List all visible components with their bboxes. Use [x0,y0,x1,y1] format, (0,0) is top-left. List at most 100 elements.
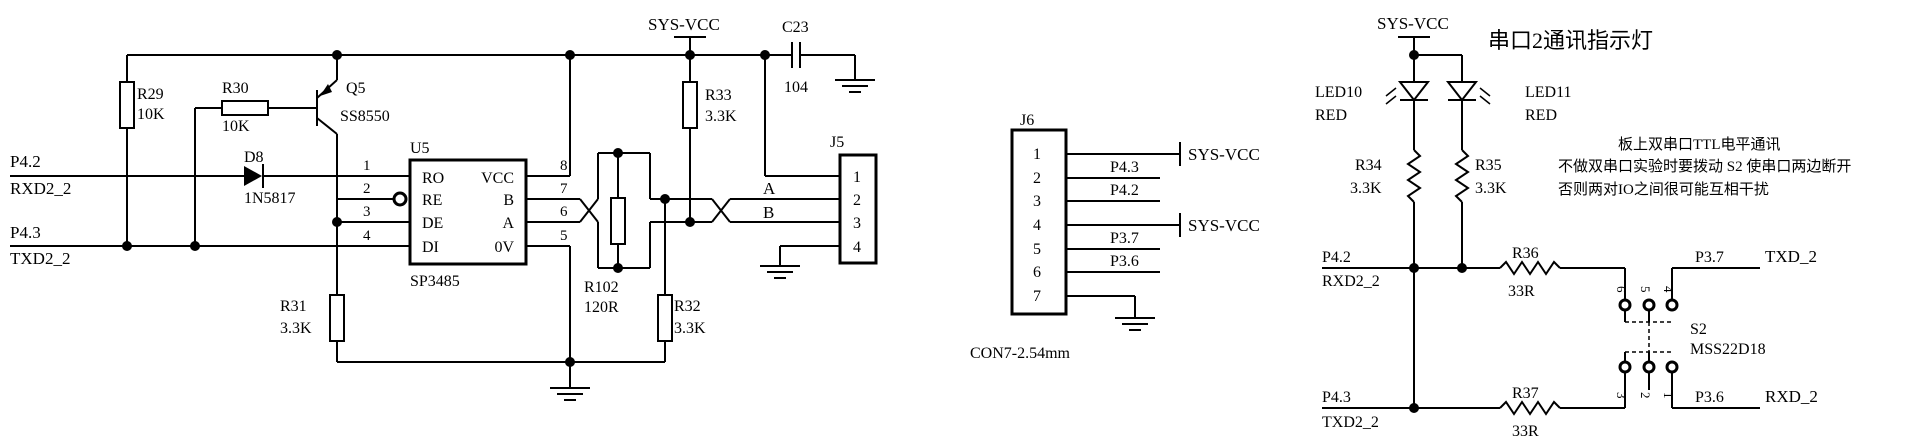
rs485-circuit: SYS-VCC C23 104 R29 10K R30 10K [10,15,878,401]
j5-ref: J5 [830,134,844,151]
u5-pin-num-5: 5 [560,228,568,244]
note-line-3: 否则两对IO之间很可能互相干扰 [1558,181,1769,198]
led-indicator-circuit: SYS-VCC 串口2通讯指示灯 LED10 RED LED11 RED R34 [1315,14,1851,440]
junction-dots [122,50,770,367]
r35-resistor [1454,149,1470,203]
r29-ref: R29 [137,86,164,103]
r33-value: 3.3K [705,108,737,125]
rxd-2-label: RXD_2 [1765,387,1818,406]
s2-ref: S2 [1690,321,1707,338]
j6-ref: J6 [1020,112,1034,129]
s2-switch [1618,268,1679,408]
r32-ref: R32 [674,298,701,315]
r33-ref: R33 [705,87,732,104]
q5-transistor [316,55,338,181]
ground-symbol [760,265,800,279]
note-line-1: 板上双串口TTL电平通讯 [1618,135,1781,153]
re-inversion-bubble [392,191,408,207]
led10-diode [1385,81,1431,105]
r34-resistor [1406,149,1422,203]
r31-resistor [329,294,345,342]
j5-pin-4: 4 [853,239,861,256]
j6-vcc-4-label: SYS-VCC [1188,216,1260,235]
j5-pin-3: 3 [853,215,861,232]
j6-pin-6: 6 [1033,264,1041,281]
r30-resistor [221,100,269,116]
right-p43-label: P4.3 [1322,389,1351,406]
u5-ref: U5 [410,140,430,157]
txd-2-label: TXD_2 [1765,247,1817,266]
j6-pin-4: 4 [1033,217,1041,234]
r32-value: 3.3K [674,320,706,337]
j6-net-p42: P4.2 [1110,182,1139,199]
u5-pin-num-7: 7 [560,181,568,197]
c23-value: 104 [784,79,808,96]
u5-pin-vcc: VCC [481,170,514,187]
s2-part: MSS22D18 [1690,341,1766,358]
r35-value: 3.3K [1475,180,1507,197]
r102-value: 120R [584,299,619,316]
j6-net-p43: P4.3 [1110,159,1139,176]
r102-ref: R102 [584,279,619,296]
j6-pin-2: 2 [1033,170,1041,187]
r36-ref: R36 [1512,245,1539,262]
s2-pin-2: 2 [1638,392,1653,399]
junction-dots [1409,50,1467,413]
r34-ref: R34 [1355,157,1382,174]
r102-resistor [610,197,626,245]
u5-chip [408,158,528,266]
u5-pin-b: B [503,192,514,209]
circuit-title: 串口2通讯指示灯 [1488,28,1653,53]
right-sys-vcc-label: SYS-VCC [1377,14,1449,33]
sys-vcc-label: SYS-VCC [648,15,720,34]
u5-pin-de: DE [422,215,443,232]
j6-pin-1: 1 [1033,146,1041,163]
u5-pin-num-3: 3 [363,204,371,220]
j6-pin-7: 7 [1033,288,1041,305]
r29-value: 10K [137,106,165,123]
j5-pin-2: 2 [853,192,861,209]
r31-value: 3.3K [280,320,312,337]
u5-pin-a: A [502,215,514,232]
j5-connector [838,153,878,265]
led11-ref: LED11 [1525,84,1572,101]
j6-connector-group: J6 1 2 3 4 5 6 7 SYS-VCC P4.3 P4.2 SYS-V… [970,112,1260,362]
s2-pin-4: 4 [1661,286,1676,293]
u5-part: SP3485 [410,273,460,290]
s2-pin-5: 5 [1638,286,1653,293]
s2-pin-1: 1 [1661,392,1676,399]
r30-ref: R30 [222,80,249,97]
u5-pin-0v: 0V [494,239,514,256]
led11-diode [1445,81,1491,105]
u5-pin-num-1: 1 [363,158,371,174]
led10-color: RED [1315,107,1347,124]
u5-pin-num-6: 6 [560,204,568,220]
j6-pin-3: 3 [1033,193,1041,210]
j6-pin-5: 5 [1033,241,1041,258]
u5-pin-re: RE [422,192,442,209]
note-line-2: 不做双串口实验时要拨动 S2 使串口两边断开 [1558,158,1851,175]
r36-value: 33R [1508,283,1535,300]
u5-pin-num-4: 4 [363,228,371,244]
j6-connector [1010,128,1068,316]
rxd2-2-label: RXD2_2 [10,179,71,198]
j6-net-p37: P3.7 [1110,230,1139,247]
r33-resistor [682,81,698,129]
d8-part: 1N5817 [244,190,296,207]
p37-label: P3.7 [1695,249,1724,266]
r37-value: 33R [1512,423,1539,440]
p42-label: P4.2 [10,152,41,171]
led10-ref: LED10 [1315,84,1362,101]
right-txd2-2-label: TXD2_2 [1322,414,1379,431]
r32-resistor [657,294,673,342]
u5-pin-di: DI [422,239,439,256]
j6-net-p36: P3.6 [1110,253,1139,270]
r31-ref: R31 [280,298,307,315]
right-rxd2-2-label: RXD2_2 [1322,273,1380,290]
bus-a-label: A [763,179,776,198]
r37-ref: R37 [1512,385,1539,402]
bus-b-label: B [763,203,774,222]
ground-symbol [550,387,590,401]
ground-symbol [1115,317,1155,331]
